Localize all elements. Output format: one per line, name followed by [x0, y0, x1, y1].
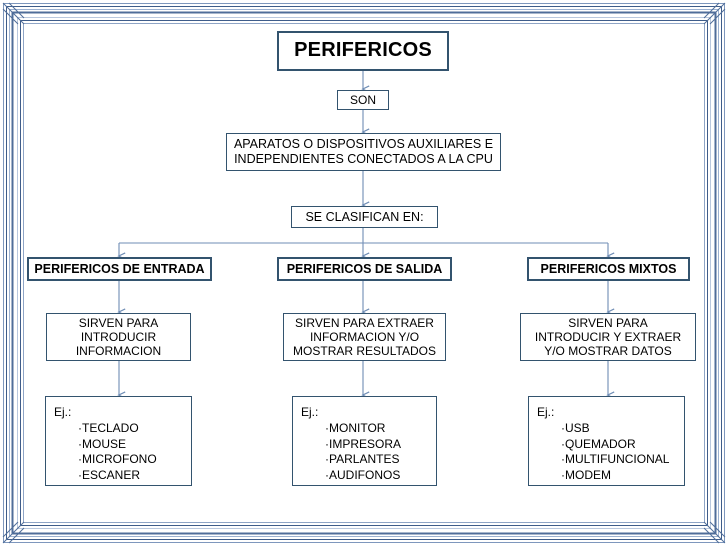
example-item: ·USB — [561, 420, 590, 435]
category-node-salida: PERIFERICOS DE SALIDA — [277, 257, 452, 281]
example-item: ·ESCANER — [78, 468, 141, 483]
examples-label-salida: Ej.: — [301, 405, 319, 419]
example-item: ·QUEMADOR — [561, 436, 636, 451]
definition-node: APARATOS O DISPOSITIVOS AUXILIARES E IND… — [226, 133, 501, 171]
example-item: ·MONITOR — [325, 420, 386, 435]
connector-label-son-text: SON — [349, 92, 376, 107]
examples-node-salida: Ej.: ·MONITOR·IMPRESORA·PARLANTES·AUDIFO… — [292, 396, 437, 486]
root-node-label: PERIFERICOS — [294, 39, 432, 62]
examples-label-mixtos: Ej.: — [537, 405, 555, 419]
purpose-salida-line-1: SIRVEN PARA EXTRAER — [295, 315, 434, 330]
definition-line-2: INDEPENDIENTES CONECTADOS A LA CPU — [234, 152, 493, 166]
examples-list-salida: ·MONITOR·IMPRESORA·PARLANTES·AUDIFONOS — [301, 421, 436, 484]
category-label-entrada: PERIFERICOS DE ENTRADA — [34, 261, 205, 276]
example-item: ·AUDIFONOS — [325, 468, 401, 483]
purpose-node-mixtos: SIRVEN PARA INTRODUCIR Y EXTRAER Y/O MOS… — [520, 313, 696, 361]
examples-label-entrada: Ej.: — [54, 405, 72, 419]
connector-label-clasifican: SE CLASIFICAN EN: — [291, 206, 438, 228]
purpose-entrada-line-1: SIRVEN PARA — [78, 315, 159, 330]
purpose-mixtos-line-1: SIRVEN PARA — [568, 315, 648, 330]
example-item: ·TECLADO — [78, 420, 139, 435]
example-item: ·MODEM — [561, 468, 611, 483]
definition-line-1: APARATOS O DISPOSITIVOS AUXILIARES E — [233, 137, 494, 152]
category-node-entrada: PERIFERICOS DE ENTRADA — [27, 257, 212, 281]
purpose-mixtos-line-3: Y/O MOSTRAR DATOS — [544, 344, 672, 359]
connector-label-clasifican-text: SE CLASIFICAN EN: — [305, 209, 424, 224]
examples-node-entrada: Ej.: ·TECLADO·MOUSE·MICROFONO·ESCANER — [45, 396, 192, 486]
example-item: ·MOUSE — [78, 436, 126, 451]
examples-list-entrada: ·TECLADO·MOUSE·MICROFONO·ESCANER — [54, 421, 191, 484]
connector-label-son: SON — [337, 90, 389, 110]
example-item: ·MULTIFUNCIONAL — [561, 452, 670, 467]
purpose-mixtos-line-2: INTRODUCIR Y EXTRAER — [534, 329, 682, 344]
example-item: ·IMPRESORA — [325, 436, 402, 451]
purpose-salida-line-2: INFORMACION Y/O — [309, 329, 420, 344]
example-item: ·MICROFONO — [78, 452, 157, 467]
purpose-node-entrada: SIRVEN PARA INTRODUCIR INFORMACION — [46, 313, 191, 361]
purpose-entrada-line-3: INFORMACION — [75, 344, 162, 359]
purpose-salida-line-3: MOSTRAR RESULTADOS — [293, 344, 436, 359]
example-item: ·PARLANTES — [325, 452, 400, 467]
examples-list-mixtos: ·USB·QUEMADOR·MULTIFUNCIONAL·MODEM — [537, 421, 684, 484]
examples-node-mixtos: Ej.: ·USB·QUEMADOR·MULTIFUNCIONAL·MODEM — [528, 396, 685, 486]
category-label-salida: PERIFERICOS DE SALIDA — [286, 261, 443, 276]
root-node-perifericos: PERIFERICOS — [277, 31, 449, 71]
purpose-node-salida: SIRVEN PARA EXTRAER INFORMACION Y/O MOST… — [283, 313, 446, 361]
category-node-mixtos: PERIFERICOS MIXTOS — [527, 257, 690, 281]
purpose-entrada-line-2: INTRODUCIR — [80, 329, 157, 344]
category-label-mixtos: PERIFERICOS MIXTOS — [540, 261, 677, 276]
